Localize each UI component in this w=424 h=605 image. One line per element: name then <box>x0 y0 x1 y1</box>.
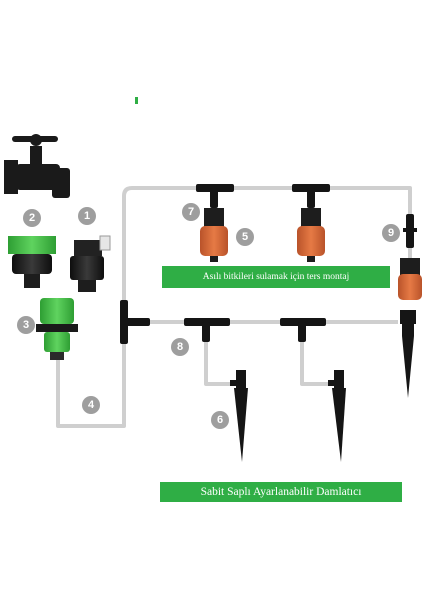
badge-1: 1 <box>78 207 96 225</box>
end-plug-icon <box>403 214 417 248</box>
tubing <box>56 186 412 428</box>
tube-main-loop <box>56 186 412 428</box>
top-tee-1 <box>196 184 234 208</box>
top-tee-2 <box>292 184 330 208</box>
banner-stake-dripper: Sabit Saplı Ayarlanabilir Damlatıcı <box>160 482 402 502</box>
badge-8: 8 <box>171 338 189 356</box>
tube-branch-left <box>204 332 232 386</box>
faucet-icon <box>4 134 70 198</box>
quick-connector-icon <box>70 235 111 292</box>
badge-4: 4 <box>82 396 100 414</box>
adjustable-dripper-icon <box>200 208 228 262</box>
badge-5: 5 <box>236 228 254 246</box>
accent-mark <box>135 97 138 104</box>
badge-6: 6 <box>211 411 229 429</box>
adjustable-dripper-3 <box>398 258 422 300</box>
tap-adapter-icon <box>8 236 56 288</box>
tube-branch-right <box>300 332 330 386</box>
stake-dripper-icon <box>230 370 248 462</box>
stake-dripper-3 <box>400 310 416 398</box>
hose-connector-icon <box>36 298 78 360</box>
bottom-tee-2 <box>280 318 326 342</box>
badge-9: 9 <box>382 224 400 242</box>
badge-7: 7 <box>182 203 200 221</box>
badge-2: 2 <box>23 209 41 227</box>
banner-reverse-mount: Asılı bitkileri sulamak için ters montaj <box>162 266 390 288</box>
tee-connector-icon <box>120 300 150 344</box>
adjustable-dripper-2 <box>297 208 325 262</box>
stake-dripper-2 <box>328 370 346 462</box>
bottom-tee-1 <box>184 318 230 342</box>
badge-3: 3 <box>17 316 35 334</box>
